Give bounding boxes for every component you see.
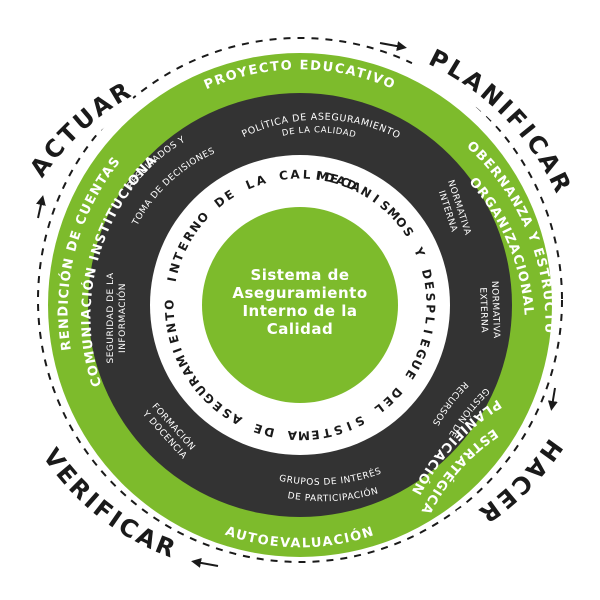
cycle-arrows	[36, 41, 558, 568]
inner-ring-glyph: I	[344, 419, 353, 434]
inner-ring-glyph: E	[421, 280, 436, 290]
inner-ring-glyph: L	[422, 316, 437, 326]
inner-ring-glyph: N	[164, 322, 180, 334]
inner-ring-glyph: M	[173, 353, 191, 370]
inner-ring-glyph: T	[163, 311, 178, 321]
inner-ring-glyph: N	[167, 261, 183, 275]
label-normativa-externa-1: NORMATIVA	[489, 281, 501, 339]
inner-ring-glyph: I	[370, 192, 382, 206]
arrow-to-planificar-icon	[379, 41, 407, 52]
center-line-2: Aseguramiento	[232, 284, 367, 302]
inner-ring-glyph: C	[278, 168, 289, 183]
inner-ring-glyph: D	[263, 424, 276, 440]
label-seguridad: SEGURIDAD DE LA INFORMACIÓN	[106, 272, 128, 363]
inner-ring-glyph: E	[417, 337, 433, 349]
arrow-to-verificar-icon	[191, 557, 219, 568]
center-circle	[202, 207, 398, 403]
label-normativa-externa: NORMATIVA EXTERNA	[477, 281, 501, 339]
inner-ring-glyph: I	[165, 276, 180, 283]
center-line-3: Interno de la	[242, 302, 357, 320]
inner-ring-glyph: M	[316, 169, 330, 185]
arrow-to-actuar-icon	[36, 195, 46, 219]
inner-ring-glyph: E	[311, 427, 321, 442]
label-normativa-externa-2: EXTERNA	[477, 287, 489, 333]
inner-ring-glyph: M	[298, 428, 310, 442]
arrow-to-hacer-icon	[547, 387, 558, 411]
inner-ring-glyph: O	[162, 300, 176, 310]
label-seguridad-2: INFORMACIÓN	[116, 283, 128, 353]
inner-ring-glyph: T	[321, 425, 333, 441]
inner-ring-glyph: I	[170, 346, 185, 355]
inner-ring-glyph: A	[287, 428, 298, 443]
center-line-1: Sistema de	[250, 266, 349, 284]
inner-ring-glyph: P	[423, 304, 437, 313]
inner-ring-glyph: I	[315, 169, 321, 183]
center-title: Sistema de Aseguramiento Interno de la C…	[232, 266, 367, 338]
pdca-cycle-circle	[37, 37, 563, 563]
inner-ring-glyph: L	[302, 167, 311, 181]
inner-ring-glyph: D	[419, 268, 435, 281]
center-line-4: Calidad	[267, 320, 334, 338]
inner-ring-glyph: I	[420, 328, 435, 335]
inner-ring-glyph: A	[290, 167, 301, 181]
inner-ring-glyph: G	[413, 347, 430, 361]
inner-ring-glyph: E	[166, 333, 182, 345]
cycle-gaps	[30, 47, 574, 571]
label-seguridad-1: SEGURIDAD DE LA	[106, 272, 116, 363]
inner-ring-glyph: E	[328, 171, 340, 187]
inner-ring-glyph: S	[423, 292, 438, 301]
inner-ring-glyph: D	[323, 170, 336, 186]
inner-ring-glyph: S	[332, 422, 344, 438]
